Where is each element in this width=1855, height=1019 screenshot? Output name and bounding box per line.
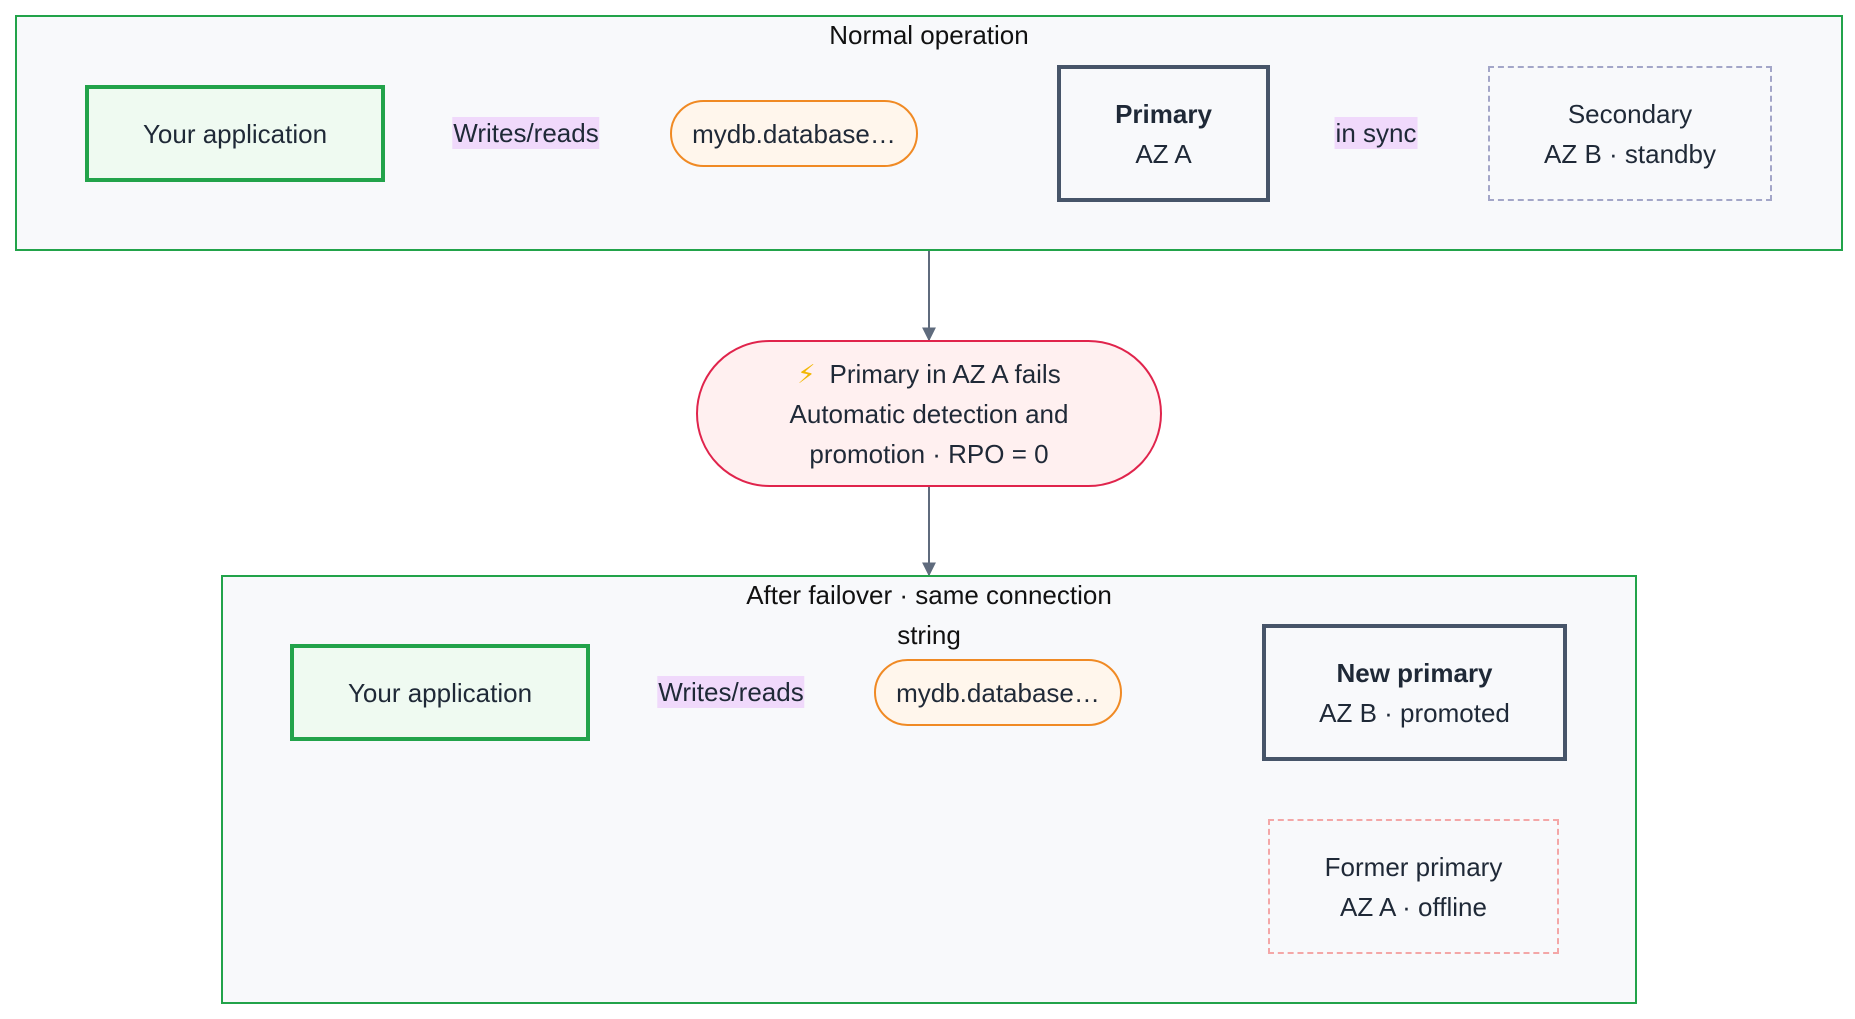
- secondary-node-az: AZ B · standby: [1544, 138, 1716, 169]
- writes-reads-label-after: Writes/reads: [657, 676, 805, 708]
- former-primary-node-az: AZ A · offline: [1340, 891, 1487, 922]
- failure-event-title: Primary in AZ A fails: [829, 358, 1061, 389]
- app-node-normal-label: Your application: [142, 118, 328, 149]
- former-primary-node[interactable]: Former primary AZ A · offline: [1268, 819, 1559, 954]
- primary-node-az: AZ A: [1135, 138, 1192, 169]
- failure-event-line3: promotion · RPO = 0: [809, 438, 1049, 469]
- normal-operation-title: Normal operation: [829, 20, 1029, 50]
- new-primary-node-az: AZ B · promoted: [1319, 697, 1510, 728]
- endpoint-node-normal-label: mydb.database…: [692, 118, 896, 149]
- writes-reads-label-normal: Writes/reads: [452, 117, 600, 149]
- new-primary-node-title: New primary: [1336, 657, 1493, 688]
- endpoint-node-after-label: mydb.database…: [896, 677, 1100, 708]
- after-failover-title-line2: string: [897, 620, 961, 650]
- failure-event-line1: ⚡ Primary in AZ A fails: [797, 354, 1060, 394]
- app-node-normal[interactable]: Your application: [85, 85, 385, 182]
- primary-node[interactable]: Primary AZ A: [1057, 65, 1270, 202]
- in-sync-label: in sync: [1334, 117, 1418, 149]
- failure-event-node[interactable]: ⚡ Primary in AZ A fails Automatic detecti…: [696, 340, 1162, 487]
- primary-node-title: Primary: [1115, 98, 1212, 129]
- new-primary-node[interactable]: New primary AZ B · promoted: [1262, 624, 1567, 761]
- former-primary-node-title: Former primary: [1324, 851, 1503, 882]
- app-node-after-label: Your application: [347, 677, 533, 708]
- endpoint-node-normal[interactable]: mydb.database…: [670, 100, 918, 167]
- secondary-node-title: Secondary: [1567, 98, 1693, 129]
- after-failover-title-line1: After failover · same connection: [746, 580, 1112, 610]
- failure-event-line2: Automatic detection and: [789, 398, 1069, 429]
- after-failover-title: After failover · same connection string: [679, 575, 1179, 655]
- app-node-after[interactable]: Your application: [290, 644, 590, 741]
- lightning-icon: ⚡: [797, 358, 816, 389]
- endpoint-node-after[interactable]: mydb.database…: [874, 659, 1122, 726]
- secondary-node[interactable]: Secondary AZ B · standby: [1488, 66, 1772, 201]
